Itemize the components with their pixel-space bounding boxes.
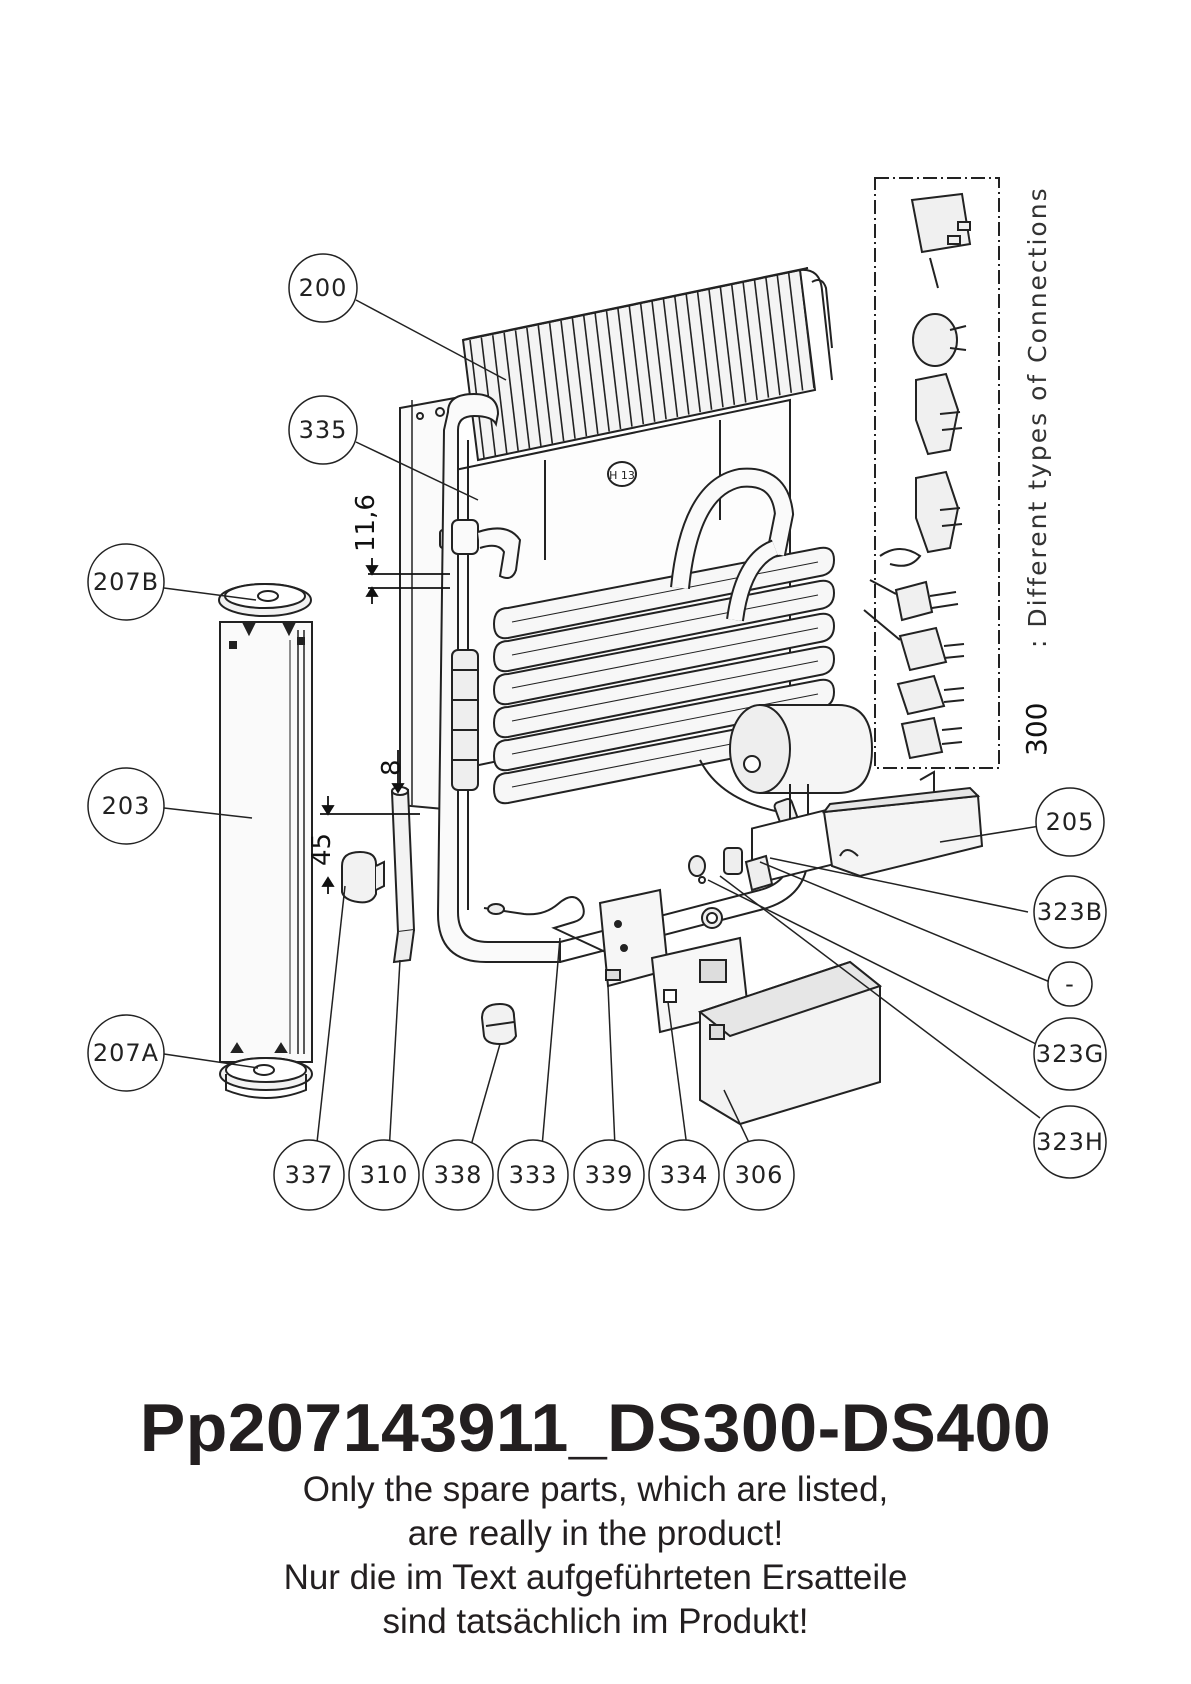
callout-335: 335 [288, 395, 358, 465]
callout-323B: 323B [1033, 875, 1107, 949]
svg-text:323G: 323G [1036, 1040, 1104, 1068]
exploded-parts-diagram: H 13 [87, 177, 1107, 1211]
callout-203: 203 [87, 767, 165, 845]
connections-note: : Different types of Connections [1023, 186, 1052, 648]
dimension-45: 45 [307, 796, 420, 894]
plug-italian-icon [896, 674, 965, 716]
note-line-3: Nur die im Text aufgeführteten Ersatteil… [283, 1558, 908, 1597]
small-parts [688, 847, 774, 892]
svg-text:323B: 323B [1037, 898, 1103, 926]
note-line-1: Only the spare parts, which are listed, [302, 1470, 889, 1509]
pcb-339 [598, 888, 670, 988]
cylinder-203 [219, 621, 313, 1063]
plug-us-icon [869, 579, 959, 622]
leader-lines [163, 299, 1051, 1171]
dimension-8-label: 8 [377, 759, 407, 776]
dimension-11-6-label: 11,6 [351, 494, 381, 552]
callout-200: 200 [288, 253, 358, 323]
callout-207A: 207A [87, 1014, 165, 1092]
callout-205: 205 [1035, 787, 1105, 857]
dimension-45-label: 45 [307, 833, 337, 866]
callout-310: 310 [348, 1139, 420, 1211]
callout-334: 334 [648, 1139, 720, 1211]
condenser-fins [461, 267, 833, 462]
svg-text:306: 306 [735, 1161, 784, 1189]
plug-swiss-icon [863, 609, 965, 672]
svg-text:337: 337 [285, 1161, 334, 1189]
svg-text:335: 335 [299, 416, 348, 444]
callout-338: 338 [422, 1139, 494, 1211]
cap-207B [218, 583, 312, 617]
connections-box: : Different types of Connections 300 [863, 177, 1053, 769]
nameplate-label: H 13 [609, 469, 635, 482]
callout-207B: 207B [87, 543, 165, 621]
svg-text:205: 205 [1046, 808, 1095, 836]
svg-text:339: 339 [585, 1161, 634, 1189]
svg-text:207A: 207A [93, 1039, 159, 1067]
plug-schuko-icon [915, 372, 963, 456]
drip-tray-205 [821, 770, 984, 878]
dimension-11-6: 11,6 [351, 494, 450, 604]
svg-text:203: 203 [102, 792, 151, 820]
svg-text:310: 310 [360, 1161, 409, 1189]
coil-pipes [492, 467, 836, 805]
thermocouple [483, 896, 615, 957]
svg-text:334: 334 [660, 1161, 709, 1189]
callout-323H: 323H [1033, 1105, 1107, 1179]
note-line-2: are really in the product! [407, 1514, 784, 1553]
svg-text:-: - [1065, 970, 1075, 998]
callout-323G: 323G [1033, 1017, 1107, 1091]
clip-338 [480, 1002, 518, 1046]
callout-306: 306 [723, 1139, 795, 1211]
svg-text:333: 333 [509, 1161, 558, 1189]
caption: Pp207143911_DS300-DS400 Only the spare p… [0, 1388, 1191, 1644]
connections-number: 300 [1020, 703, 1053, 756]
dimension-8: 8 [377, 750, 407, 794]
callout-337: 337 [273, 1139, 345, 1211]
plug-type-c-icon [912, 313, 967, 367]
plug-schuko-angled-icon [879, 470, 963, 567]
plug-uk-icon [910, 192, 972, 289]
callout-dash: - [1047, 961, 1093, 1007]
plug-danish-icon [900, 716, 963, 760]
svg-text:323H: 323H [1036, 1128, 1104, 1156]
boiler-tube [436, 392, 561, 963]
callout-333: 333 [497, 1139, 569, 1211]
sensor-310 [390, 786, 416, 964]
callout-339: 339 [573, 1139, 645, 1211]
svg-text:207B: 207B [93, 568, 159, 596]
clip-337 [341, 850, 385, 904]
svg-text:338: 338 [434, 1161, 483, 1189]
svg-text:200: 200 [299, 274, 348, 302]
note-line-4: sind tatsächlich im Produkt! [382, 1602, 809, 1641]
nameplate: H 13 [607, 461, 637, 487]
document-title: Pp207143911_DS300-DS400 [139, 1390, 1052, 1466]
absorber-vessel [699, 704, 874, 837]
